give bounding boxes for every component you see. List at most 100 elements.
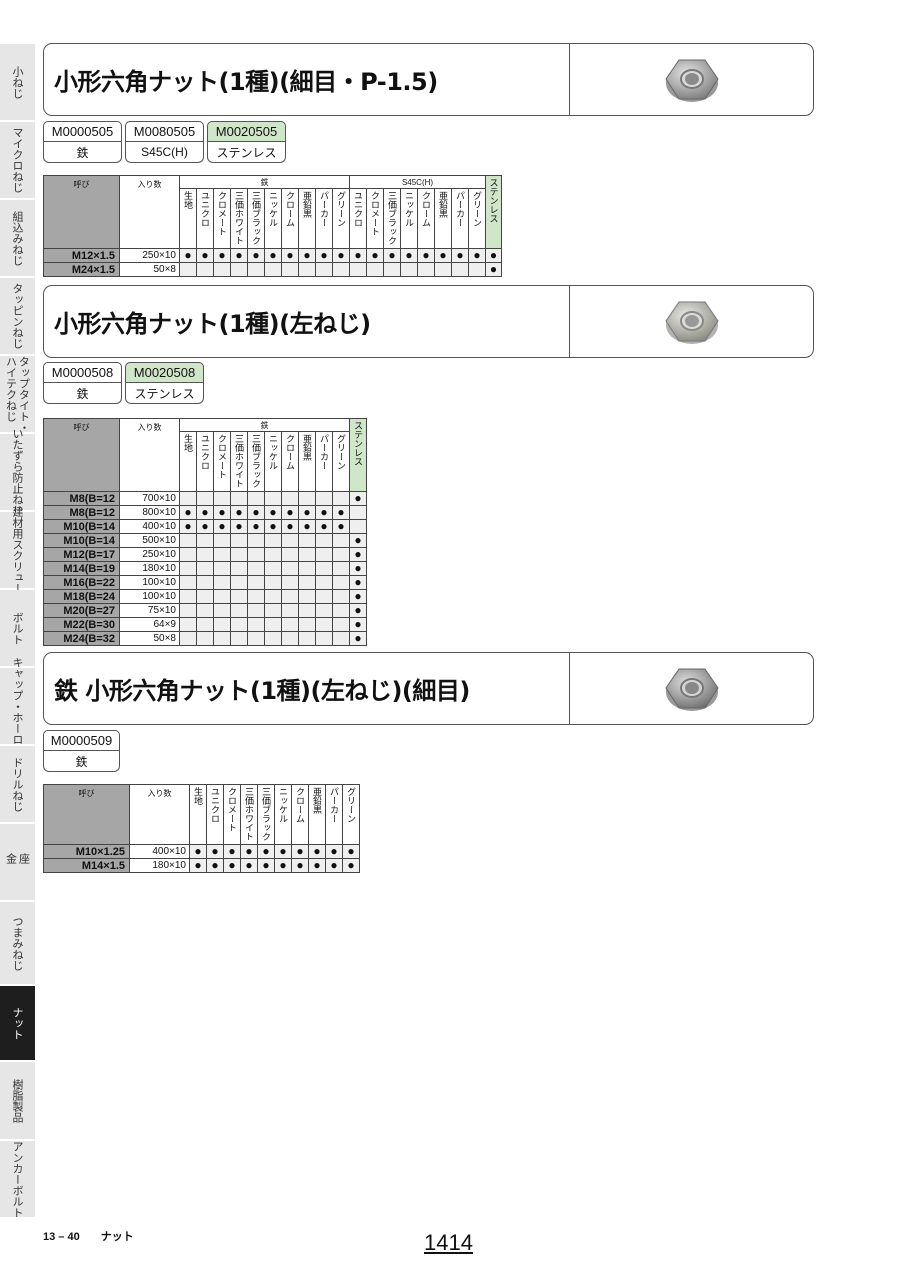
availability-cell bbox=[196, 547, 214, 562]
product-code-item[interactable]: M0000509 鉄 bbox=[43, 730, 120, 772]
availability-cell bbox=[213, 533, 231, 548]
availability-cell bbox=[315, 491, 333, 506]
header-group-tetsu: 鉄 bbox=[179, 418, 350, 432]
available-dot-icon: ● bbox=[274, 844, 292, 859]
product-code-item[interactable]: M0080505 S45C(H) bbox=[125, 121, 204, 163]
available-dot-icon: ● bbox=[349, 589, 367, 604]
available-dot-icon: ● bbox=[349, 603, 367, 618]
availability-cell bbox=[196, 262, 214, 277]
availability-cell bbox=[179, 561, 197, 576]
available-dot-icon: ● bbox=[468, 248, 486, 263]
available-dot-icon: ● bbox=[349, 491, 367, 506]
header-finish: パーカー bbox=[451, 188, 469, 249]
product-code-item[interactable]: M0020508 ステンレス bbox=[125, 362, 204, 404]
available-dot-icon: ● bbox=[213, 248, 231, 263]
side-tab-zagane[interactable]: 座 金 bbox=[0, 824, 35, 901]
availability-cell bbox=[196, 575, 214, 590]
availability-cell bbox=[179, 491, 197, 506]
product-code-item[interactable]: M0020505 ステンレス bbox=[207, 121, 286, 163]
page-number: 1414 bbox=[424, 1230, 473, 1255]
product-code-item[interactable]: M0000508 鉄 bbox=[43, 362, 122, 404]
header-finish: グリーン bbox=[468, 188, 486, 249]
header-finish: 亜鉛黒 bbox=[298, 431, 316, 492]
quantity-cell: 800×10 bbox=[119, 505, 180, 520]
side-tab-bolt[interactable]: ボルト bbox=[0, 590, 35, 667]
availability-cell bbox=[281, 547, 299, 562]
availability-cell bbox=[230, 561, 248, 576]
availability-cell bbox=[281, 631, 299, 646]
availability-cell bbox=[315, 589, 333, 604]
availability-cell bbox=[349, 505, 367, 520]
available-dot-icon: ● bbox=[315, 505, 333, 520]
availability-cell bbox=[230, 533, 248, 548]
available-dot-icon: ● bbox=[274, 858, 292, 873]
side-tab-nut[interactable]: ナット bbox=[0, 986, 35, 1061]
header-irisu: 入り数 bbox=[119, 175, 180, 249]
availability-cell bbox=[298, 631, 316, 646]
availability-cell bbox=[247, 262, 265, 277]
header-finish: 三価ブラック bbox=[257, 784, 275, 845]
product-code-item[interactable]: M0000505 鉄 bbox=[43, 121, 122, 163]
side-tab-kenzai[interactable]: 建材用スクリュー bbox=[0, 506, 35, 594]
side-tab-kone[interactable]: 小ねじ bbox=[0, 44, 35, 121]
header-finish: ユニクロ bbox=[206, 784, 224, 845]
footer-page-index: 13 – 40 bbox=[43, 1231, 80, 1243]
available-dot-icon: ● bbox=[230, 248, 248, 263]
quantity-cell: 400×10 bbox=[129, 844, 190, 859]
availability-cell bbox=[315, 603, 333, 618]
side-tab-jushi[interactable]: 樹脂製品 bbox=[0, 1062, 35, 1140]
side-tab-label: ドリルねじ bbox=[11, 756, 24, 812]
side-tab-tapping[interactable]: タッピンねじ bbox=[0, 278, 35, 355]
available-dot-icon: ● bbox=[349, 248, 367, 263]
size-cell: M10(B=14 bbox=[43, 519, 120, 534]
available-dot-icon: ● bbox=[332, 248, 350, 263]
availability-cell bbox=[264, 533, 282, 548]
availability-cell bbox=[196, 561, 214, 576]
availability-cell bbox=[196, 533, 214, 548]
availability-cell bbox=[196, 589, 214, 604]
side-tab-drill[interactable]: ドリルねじ bbox=[0, 746, 35, 823]
header-finish: グリーン bbox=[332, 431, 350, 492]
material-label: 鉄 bbox=[43, 751, 120, 772]
availability-cell bbox=[281, 617, 299, 632]
quantity-cell: 400×10 bbox=[119, 519, 180, 534]
side-tab-label: 組込みねじ bbox=[11, 210, 24, 266]
size-cell: M14(B=19 bbox=[43, 561, 120, 576]
availability-cell bbox=[332, 631, 350, 646]
header-yobi: 呼び bbox=[43, 784, 130, 845]
quantity-cell: 64×9 bbox=[119, 617, 180, 632]
side-tab-kumikomi[interactable]: 組込みねじ bbox=[0, 200, 35, 277]
header-group-s45c: S45C(H) bbox=[349, 175, 486, 189]
header-stainless: ステンレス bbox=[349, 418, 367, 492]
availability-cell bbox=[264, 561, 282, 576]
availability-cell bbox=[264, 547, 282, 562]
quantity-cell: 100×10 bbox=[119, 589, 180, 604]
section-title-box: 小形六角ナット(1種)(左ねじ) bbox=[43, 285, 814, 358]
side-tab-taptite[interactable]: タップタイト・ ハイテクねじ bbox=[0, 356, 35, 433]
quantity-cell: 75×10 bbox=[119, 603, 180, 618]
available-dot-icon: ● bbox=[240, 858, 258, 873]
available-dot-icon: ● bbox=[315, 519, 333, 534]
availability-cell bbox=[230, 547, 248, 562]
availability-cell bbox=[230, 617, 248, 632]
available-dot-icon: ● bbox=[342, 858, 360, 873]
availability-cell bbox=[179, 533, 197, 548]
side-tab-anchor[interactable]: アンカーボルト bbox=[0, 1141, 35, 1218]
product-code: M0000509 bbox=[43, 730, 120, 751]
section-title-box: 鉄 小形六角ナット(1種)(左ねじ)(細目) bbox=[43, 652, 814, 725]
side-tab-tsumami[interactable]: つまみねじ bbox=[0, 902, 35, 985]
availability-cell bbox=[281, 262, 299, 277]
availability-cell bbox=[417, 262, 435, 277]
available-dot-icon: ● bbox=[179, 519, 197, 534]
side-tab-cap[interactable]: キャップ・ホーロー bbox=[0, 657, 35, 756]
side-tab-micro[interactable]: マイクロねじ bbox=[0, 122, 35, 199]
available-dot-icon: ● bbox=[298, 248, 316, 263]
available-dot-icon: ● bbox=[189, 858, 207, 873]
availability-cell bbox=[230, 491, 248, 506]
side-tab-tamper[interactable]: いたずら防止ねじ bbox=[0, 428, 35, 516]
header-yobi: 呼び bbox=[43, 175, 120, 249]
availability-cell bbox=[315, 575, 333, 590]
